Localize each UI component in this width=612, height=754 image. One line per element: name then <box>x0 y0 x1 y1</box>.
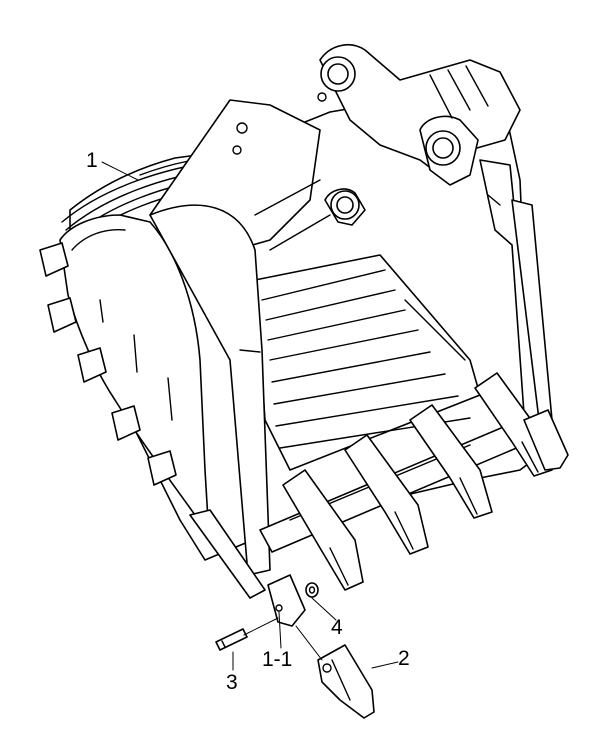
callout-pin: 3 <box>226 671 238 694</box>
callout-retainer: 4 <box>331 616 343 639</box>
callout-bucket: 1 <box>86 149 98 172</box>
bucket-teeth <box>282 372 569 591</box>
callout-tooth: 2 <box>398 647 410 670</box>
retainer-washer <box>305 582 319 598</box>
callout-adapter: 1-1 <box>262 648 293 671</box>
exploded-adapter <box>267 574 306 627</box>
retaining-pin <box>215 628 248 651</box>
replacement-tooth <box>317 644 375 719</box>
left-side-plate <box>39 214 209 521</box>
leader-lines <box>101 161 399 671</box>
